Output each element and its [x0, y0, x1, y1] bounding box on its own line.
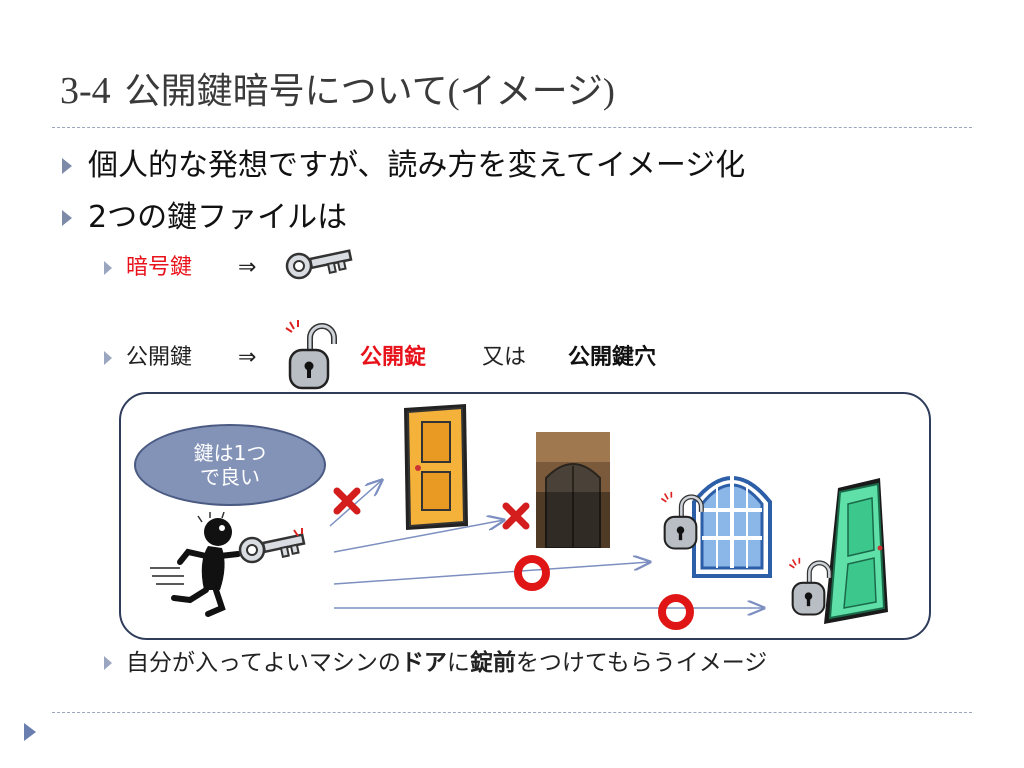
arrow-to-door: [329, 480, 382, 527]
sub-bullet-3: 自分が入ってよいマシンのドアに錠前をつけてもらうイメージ: [126, 652, 767, 675]
bubble-line-2: で良い: [200, 465, 260, 489]
sub-bullet-arrow-icon: [104, 261, 112, 275]
cross-mark-icon: [333, 487, 361, 515]
arched-door-photo: [536, 432, 610, 548]
bullet-arrow-icon: [62, 158, 72, 174]
open-padlock-icon: [285, 320, 337, 390]
green-door-icon: [824, 478, 888, 624]
public-lock-label: 公開錠: [360, 345, 427, 370]
sub3-text-2: に: [446, 650, 470, 676]
bullet-1: 個人的な発想ですが、読み方を変えてイメージ化: [88, 148, 746, 183]
footer-divider: [52, 712, 972, 713]
title-text: 公開鍵暗号について: [124, 71, 448, 112]
arrow-to-window: [333, 562, 650, 585]
sub3-door: ドア: [400, 650, 447, 676]
open-padlock-icon: [660, 491, 704, 550]
cross-mark-icon: [502, 502, 530, 530]
cipher-key-label: 暗号鍵: [126, 255, 193, 280]
open-padlock-icon: [788, 557, 832, 616]
bullet-arrow-icon: [62, 210, 72, 226]
implies-arrow: ⇒: [238, 255, 257, 280]
running-person-icon: [150, 512, 241, 617]
window-icon: [692, 474, 772, 578]
bullet-2: 2つの鍵ファイルは: [88, 200, 348, 235]
arrow-to-arched-door: [333, 520, 504, 553]
circle-mark-icon: [658, 594, 694, 630]
key-icon: [285, 249, 353, 280]
page-title: 3-4 公開鍵暗号について(イメージ): [60, 72, 615, 110]
sub-bullet-arrow-icon: [104, 351, 112, 365]
sub3-text-3: をつけてもらうイメージ: [515, 650, 768, 676]
or-label: 又は: [482, 345, 527, 370]
title-paren-close: ): [602, 71, 615, 111]
bubble-line-1: 鍵は1つ: [193, 441, 267, 465]
circle-mark-icon: [514, 555, 550, 591]
public-key-label: 公開鍵: [126, 345, 193, 370]
speech-bubble: 鍵は1つ で良い: [134, 424, 326, 506]
public-keyhole-label: 公開鍵穴: [568, 345, 657, 370]
next-slide-arrow-icon[interactable]: [24, 723, 36, 741]
title-number: 3-4: [60, 70, 111, 112]
sub3-text-1: 自分が入ってよいマシンの: [126, 650, 401, 676]
sub3-lock: 錠前: [469, 650, 516, 676]
title-paren-open: (: [447, 71, 460, 111]
key-icon: [238, 528, 306, 564]
implies-arrow: ⇒: [238, 345, 257, 370]
title-paren-text: イメージ: [459, 71, 603, 112]
illustration-frame: [119, 392, 931, 640]
door-icon: [404, 404, 468, 530]
title-divider: [52, 127, 972, 128]
sub-bullet-arrow-icon: [104, 656, 112, 670]
